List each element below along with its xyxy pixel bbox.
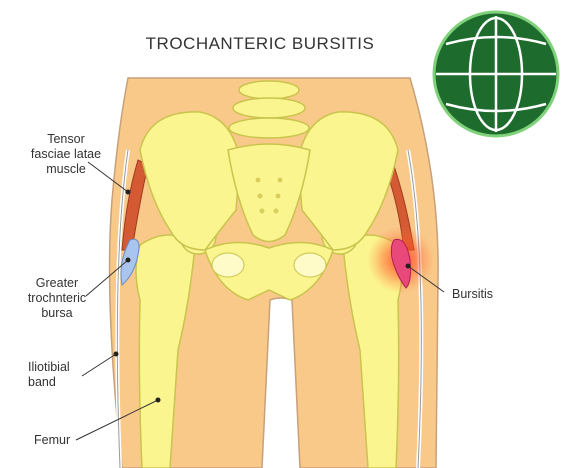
sacral-foramen — [274, 209, 279, 214]
obturator-foramen-right — [294, 253, 326, 277]
leader-dot — [156, 398, 161, 403]
leader-dot — [406, 264, 411, 269]
label-tensor-fasciae-latae: Tensor fasciae latae muscle — [18, 132, 114, 177]
sacral-foramen — [256, 178, 261, 183]
leader-dot — [114, 352, 119, 357]
sacral-foramen — [276, 194, 281, 199]
lumbar-vertebra-2 — [233, 98, 305, 118]
label-femur: Femur — [34, 433, 70, 448]
label-bursitis: Bursitis — [452, 287, 493, 302]
leader-dot — [126, 190, 131, 195]
label-iliotibial-band: Iliotibial band — [28, 360, 70, 390]
globe-icon — [434, 12, 558, 136]
sacral-foramen — [258, 194, 263, 199]
leader-iliotibial — [82, 354, 116, 376]
obturator-foramen-left — [212, 253, 244, 277]
sacral-foramen — [278, 178, 283, 183]
label-greater-trochanteric-bursa: Greater trochnteric bursa — [14, 276, 100, 321]
lumbar-vertebra-3 — [229, 118, 309, 138]
lumbar-vertebra-1 — [239, 81, 299, 99]
sacral-foramen — [260, 209, 265, 214]
leader-dot — [126, 258, 131, 263]
diagram-title: TROCHANTERIC BURSITIS — [0, 34, 520, 54]
